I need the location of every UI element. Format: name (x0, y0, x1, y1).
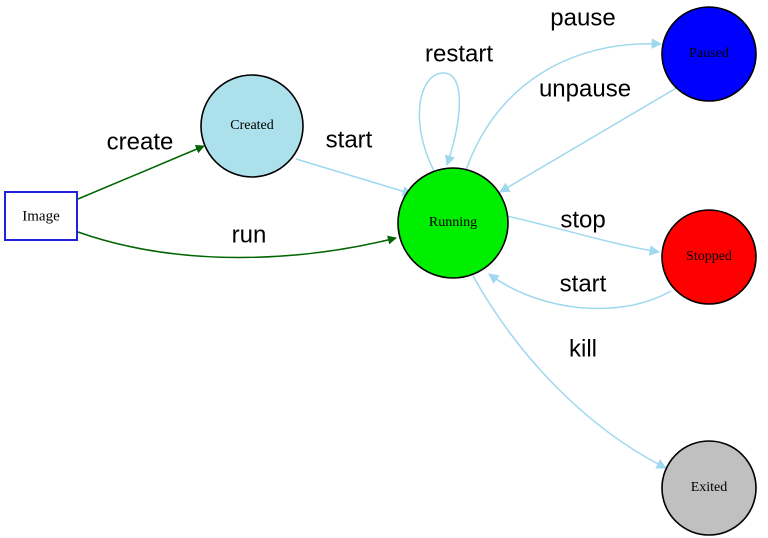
edge-create[interactable]: create (77, 128, 205, 200)
edge-restart-path (418, 72, 461, 172)
node-stopped[interactable]: Stopped (661, 209, 757, 305)
edge-kill-label: kill (569, 335, 597, 362)
edge-run-label: run (232, 221, 267, 248)
node-running-shape (397, 167, 509, 279)
edge-kill-path (472, 275, 667, 469)
node-image-shape (4, 191, 78, 241)
edge-stop[interactable]: stop (506, 206, 661, 256)
edge-start-stopped-path (488, 273, 672, 310)
edge-stop-path (506, 215, 661, 256)
edge-run-path (77, 231, 397, 259)
edge-start-created-path (295, 158, 414, 197)
node-created[interactable]: Created (200, 74, 304, 178)
edge-start-created-label: start (326, 126, 373, 153)
edge-stop-label: stop (560, 206, 605, 233)
node-paused[interactable]: Paused (661, 6, 757, 102)
edge-restart[interactable]: restart (418, 40, 493, 172)
node-image[interactable]: Image (4, 191, 78, 241)
edge-start-created[interactable]: start (295, 126, 414, 197)
edge-start-stopped[interactable]: start (488, 270, 672, 310)
edge-pause-label: pause (550, 4, 615, 31)
edge-run[interactable]: run (77, 221, 397, 259)
edge-start-stopped-label: start (560, 270, 607, 297)
node-exited-shape (661, 440, 757, 536)
node-paused-shape (661, 6, 757, 102)
edge-restart-label: restart (425, 40, 493, 67)
node-exited[interactable]: Exited (661, 440, 757, 536)
edge-pause[interactable]: pause (465, 4, 663, 171)
edge-unpause-path (499, 86, 679, 193)
node-running[interactable]: Running (397, 167, 509, 279)
edge-unpause[interactable]: unpause (499, 75, 679, 193)
edge-create-label: create (107, 128, 174, 155)
node-stopped-shape (661, 209, 757, 305)
edge-unpause-label: unpause (539, 75, 631, 102)
edge-pause-path (465, 38, 663, 171)
node-created-shape (200, 74, 304, 178)
edge-create-path (77, 144, 205, 200)
